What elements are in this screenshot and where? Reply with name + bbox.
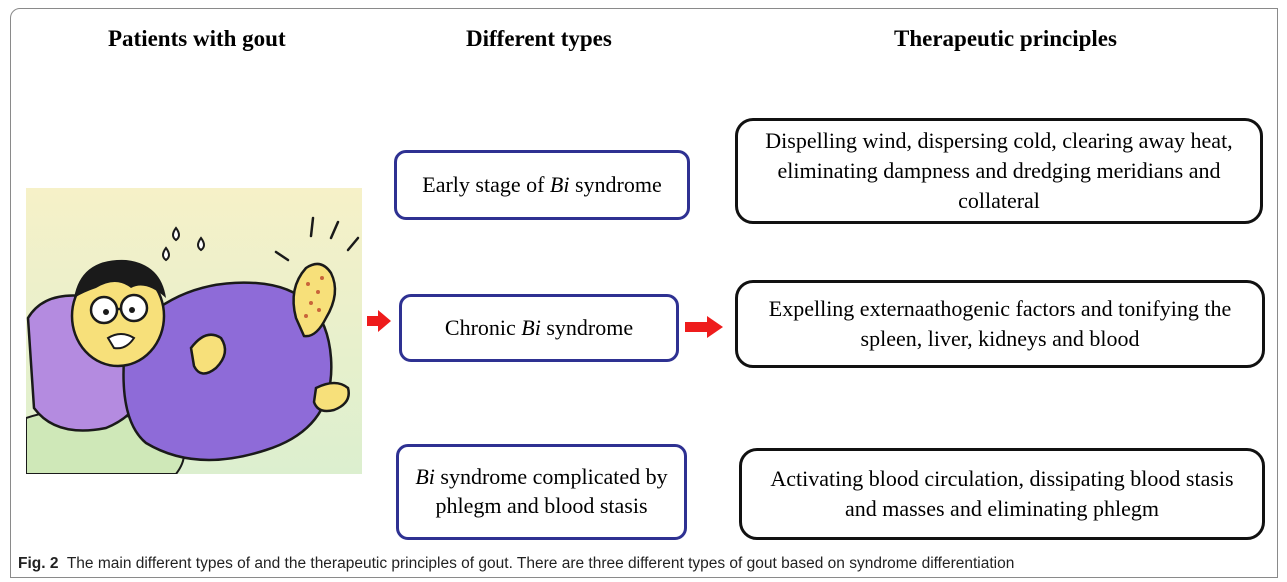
type-label: Chronic Bi syndrome xyxy=(444,314,634,340)
arrow-right-icon xyxy=(685,316,723,338)
header-patients: Patients with gout xyxy=(108,26,286,51)
arrow-right-icon xyxy=(367,310,391,332)
type-box-chronic: Chronic Bi syndrome xyxy=(399,294,679,362)
header-principles: Therapeutic principles xyxy=(894,26,1117,51)
principle-box-phlegm: Activating blood circulation, dissipatin… xyxy=(739,448,1265,540)
caption-text: The main different types of and the ther… xyxy=(66,555,1015,572)
principle-box-early: Dispelling wind, dispersing cold, cleari… xyxy=(735,118,1263,224)
hair xyxy=(74,259,166,298)
type-label: Early stage of Bi syndrome xyxy=(422,171,662,197)
type-box-early: Early stage of Bi syndrome xyxy=(394,150,690,220)
arm xyxy=(189,333,227,375)
type-box-phlegm: Bi syndrome complicated by phlegm and bl… xyxy=(396,444,687,540)
header-types: Different types xyxy=(466,26,612,51)
foot xyxy=(312,381,350,413)
gout-patient-illustration xyxy=(26,188,362,474)
type-label: Bi syndrome complicated by phlegm and bl… xyxy=(415,464,668,518)
figure-caption: Fig. 2 The main different types of and t… xyxy=(18,555,1273,573)
mouth xyxy=(106,333,136,350)
figure-frame xyxy=(10,8,1278,578)
swollen-hand xyxy=(292,262,337,338)
caption-label: Fig. 2 xyxy=(18,555,59,572)
principle-box-chronic: Expelling externaathogenic factors and t… xyxy=(735,280,1265,368)
